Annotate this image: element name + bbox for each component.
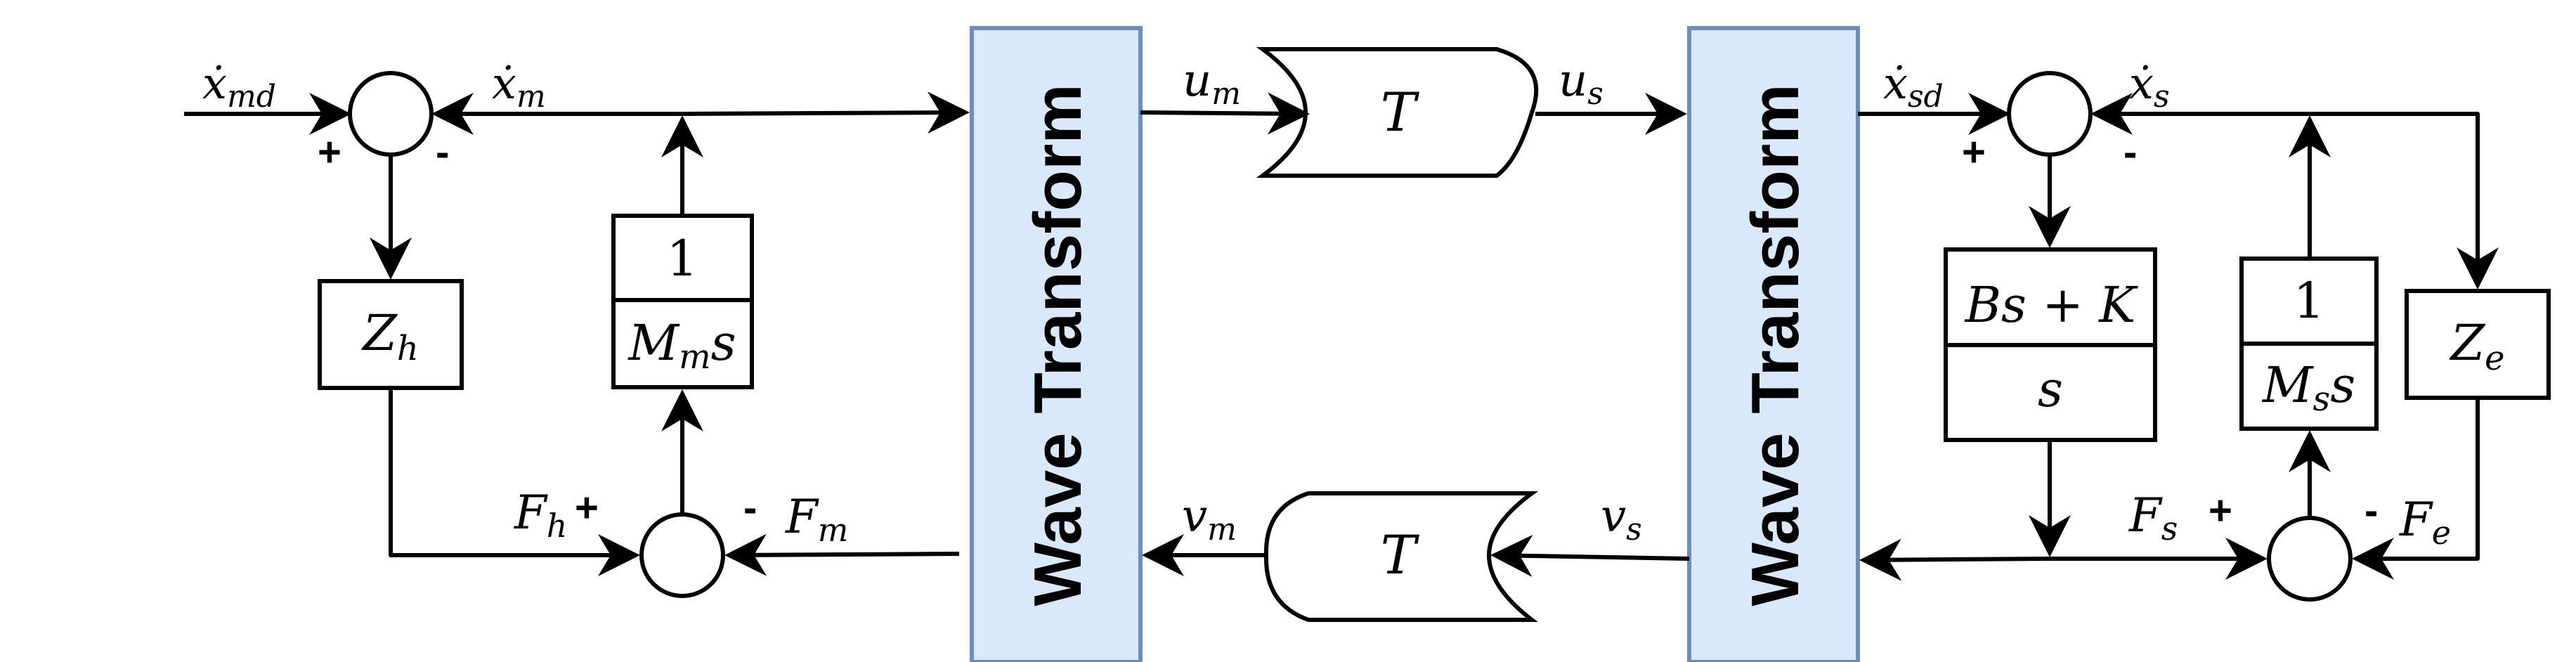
wave-transform-slave: Wave Transform — [1687, 26, 1860, 662]
feedback-velocity-wire-right — [682, 91, 970, 134]
slave-bottom-plus-sign: + — [2209, 488, 2232, 533]
slave-top-minus-sign: - — [2123, 129, 2137, 175]
master-wave-force-label: Fm — [785, 490, 848, 549]
slave-summing-junction-bottom — [2267, 516, 2353, 602]
human-force-label: Fh — [514, 486, 567, 545]
master-dynamics-numerator: 1 — [667, 230, 698, 287]
human-impedance-block — [318, 279, 464, 390]
forward-wave-in-wire — [1140, 92, 1310, 135]
slave-force-label: Fs — [2128, 488, 2178, 547]
backward-delay-label: T — [1381, 524, 1420, 586]
environment-force-label: Fe — [2399, 493, 2451, 552]
slave-velocity-label: ẋs — [2129, 58, 2170, 115]
slave-bottom-minus-sign: - — [2364, 488, 2378, 533]
wave-transform-master: Wave Transform — [970, 26, 1143, 662]
wave-force-to-sum-wire — [724, 533, 960, 576]
forward-wave-in-label: um — [1183, 55, 1241, 112]
forward-delay-label: T — [1381, 81, 1420, 143]
environment-impedance-label: Ze — [2449, 314, 2504, 378]
master-dynamics-denominator: Mms — [627, 314, 736, 377]
backward-wave-in-label: vs — [1601, 491, 1642, 547]
backward-wave-out-label: vm — [1182, 491, 1237, 547]
slave-dynamics-numerator: 1 — [2294, 272, 2325, 330]
master-top-minus-sign: - — [436, 129, 449, 175]
master-bottom-minus-sign: - — [743, 485, 757, 531]
slave-top-plus-sign: + — [1962, 129, 1986, 175]
input-velocity-label: ẋmd — [202, 58, 276, 115]
master-summing-junction-bottom — [639, 512, 725, 598]
human-force-wire — [389, 388, 640, 576]
slave-force-to-wave-wire — [1859, 538, 2050, 581]
forward-wave-out-label: us — [1559, 55, 1604, 112]
environment-force-wire — [2352, 398, 2480, 580]
wave-transform-master-label: Wave Transform — [1020, 84, 1095, 606]
slave-feedback-velocity-wire-right — [2310, 112, 2499, 290]
backward-wave-in-wire — [1490, 534, 1690, 577]
master-top-plus-sign: + — [318, 129, 341, 175]
slave-summing-junction-top — [2007, 71, 2093, 157]
master-summing-junction-top — [348, 71, 434, 157]
slave-controller-denominator: s — [2038, 361, 2063, 418]
master-velocity-label: ẋm — [492, 58, 546, 115]
wave-transform-slave-label: Wave Transform — [1738, 84, 1813, 606]
master-bottom-plus-sign: + — [575, 485, 599, 531]
slave-controller-numerator: Bs + K — [1964, 276, 2139, 334]
desired-velocity-label: ẋsd — [1883, 58, 1944, 115]
slave-dynamics-denominator: Mss — [2261, 356, 2355, 419]
human-impedance-label: Zh — [361, 304, 419, 368]
